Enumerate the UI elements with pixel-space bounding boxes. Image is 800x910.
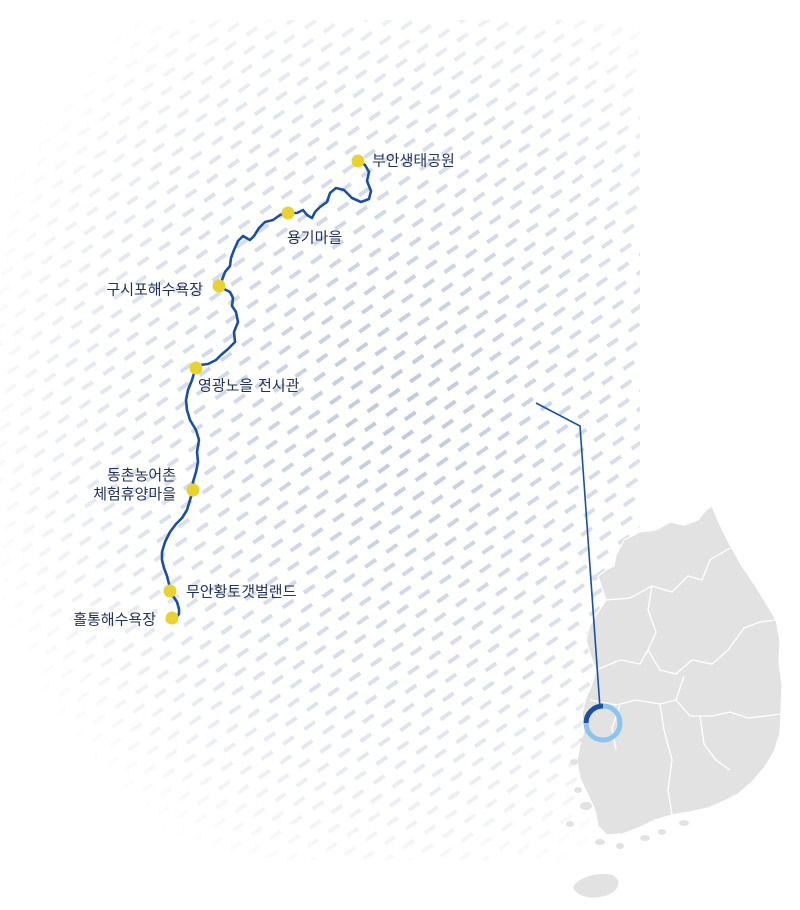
label-gusipo-beach: 구시포해수욕장 [106,281,203,299]
jeju-island [573,874,619,898]
marker-buan-ecopark[interactable] [351,154,365,168]
marker-muan-tidalflat[interactable] [163,584,177,598]
marker-dongchon-village[interactable] [186,483,200,497]
sea-pattern [0,20,640,860]
southern-islands [566,575,689,849]
marker-holtong-beach[interactable] [165,611,179,625]
marker-gusipo-beach[interactable] [212,279,226,293]
korea-map [566,505,783,898]
leader-line [535,402,601,709]
province-borders [589,547,781,816]
label-holtong-beach: 홀통해수욕장 [73,611,156,629]
label-line: 동촌농어촌 [107,466,176,484]
place-markers [163,154,365,625]
coastal-route [160,159,373,620]
location-ring [583,703,623,743]
marker-yonggi-village[interactable] [281,206,295,220]
marker-yeonggwang-exhibit[interactable] [189,361,203,375]
label-line: 체험휴양마을 [93,485,176,503]
label-muan-tidalflat: 무안황토갯벌랜드 [186,583,297,601]
label-yeonggwang-exhibit: 영광노을 전시관 [198,377,300,395]
label-yonggi-village: 용기마을 [287,229,342,247]
label-buan-ecopark: 부안생태공원 [372,152,455,170]
